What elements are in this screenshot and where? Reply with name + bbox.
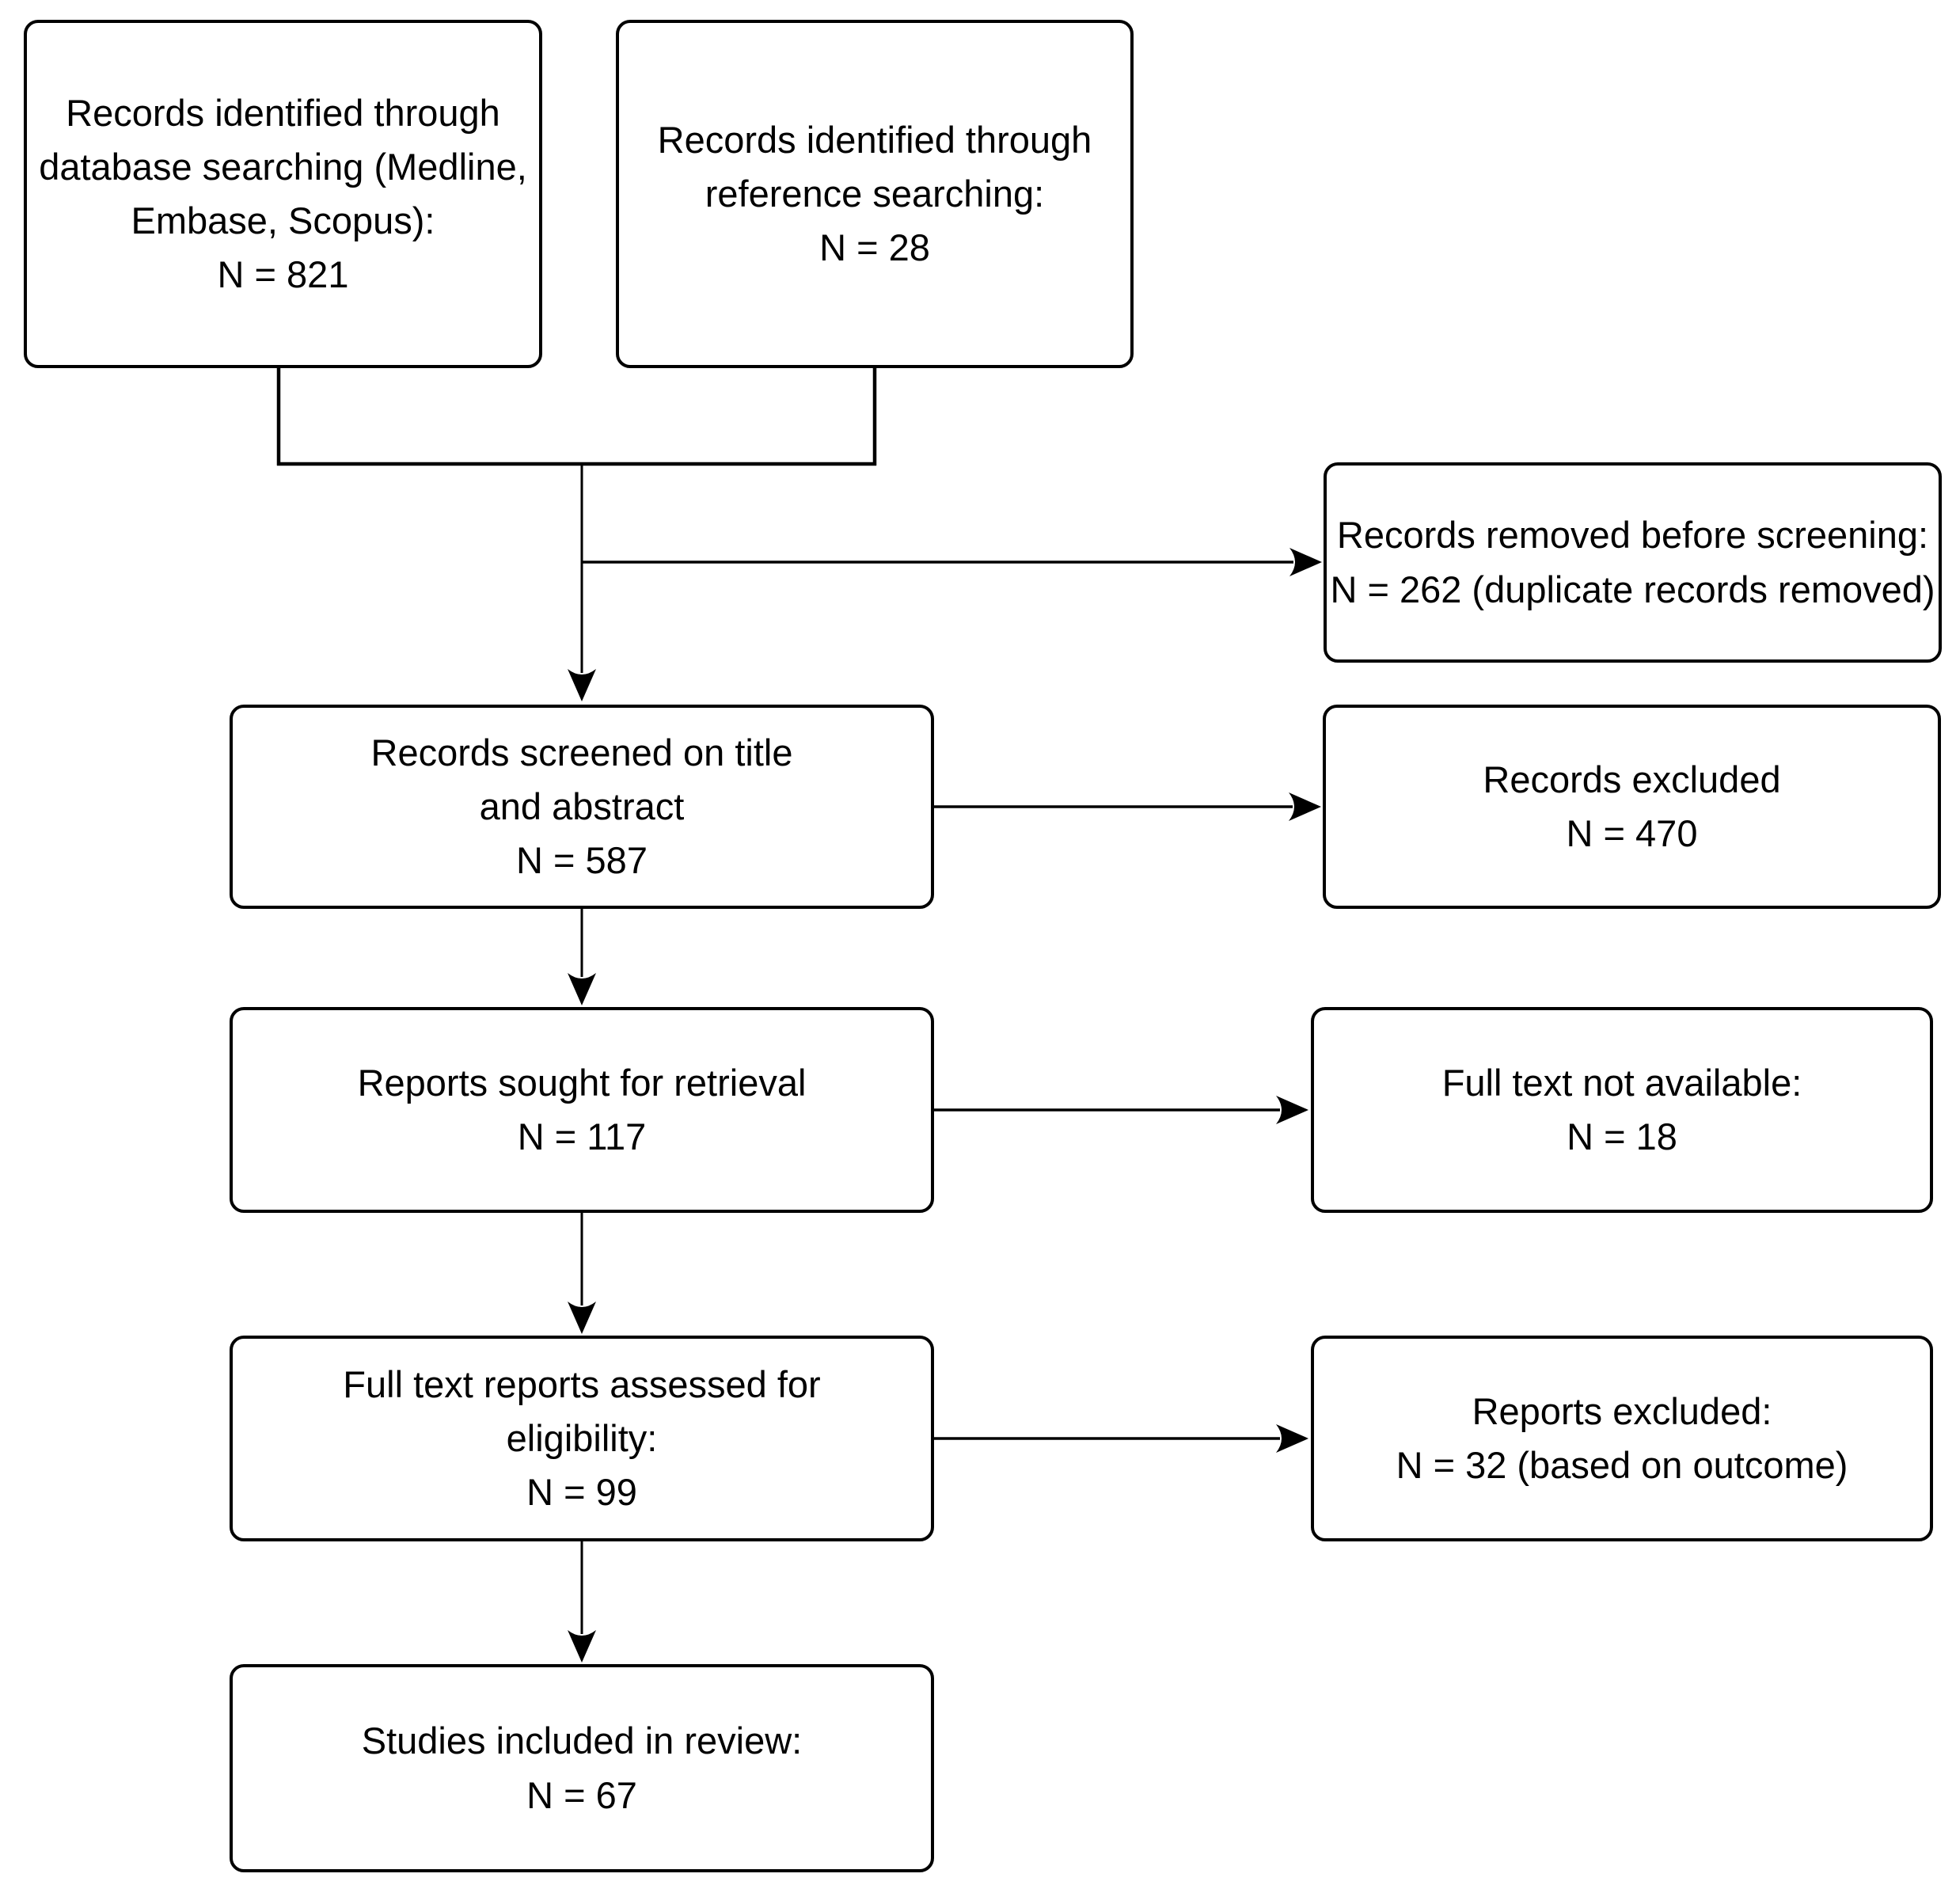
flow-box-included: Studies included in review: N = 67 — [230, 1664, 934, 1872]
arrowhead-into-reports-excluded — [1276, 1424, 1308, 1453]
flow-box-records-excluded: Records excluded N = 470 — [1323, 705, 1941, 909]
flow-box-screened: Records screened on title and abstract N… — [230, 705, 934, 909]
box-label: Full text reports assessed for eligibili… — [343, 1362, 821, 1459]
box-label: Studies included in review: — [361, 1720, 803, 1762]
box-label: Records excluded — [1483, 758, 1781, 800]
arrowhead-into-screened — [568, 669, 596, 701]
flow-box-full-text-not-available: Full text not available: N = 18 — [1311, 1007, 1933, 1213]
arrowhead-into-removed — [1289, 548, 1322, 576]
box-label: Reports sought for retrieval — [357, 1061, 807, 1104]
box-count: N = 67 — [526, 1773, 637, 1816]
box-label: Records identified through reference sea… — [657, 118, 1092, 215]
flow-box-sought: Reports sought for retrieval N = 117 — [230, 1007, 934, 1213]
box-count: N = 262 (duplicate records removed) — [1330, 568, 1935, 610]
box-label: Records identified through database sear… — [39, 91, 527, 241]
box-count: N = 470 — [1566, 812, 1698, 854]
box-count: N = 117 — [517, 1115, 647, 1157]
box-count: N = 587 — [516, 839, 648, 882]
flow-box-reports-excluded: Reports excluded: N = 32 (based on outco… — [1311, 1336, 1933, 1541]
flow-box-assessed: Full text reports assessed for eligibili… — [230, 1336, 934, 1541]
arrowhead-into-assessed — [568, 1302, 596, 1334]
arrowhead-into-included — [568, 1630, 596, 1663]
flow-box-identified-reference: Records identified through reference sea… — [616, 20, 1134, 368]
box-label: Records removed before screening: — [1336, 514, 1929, 557]
arrowhead-into-sought — [568, 973, 596, 1005]
box-count: N = 32 (based on outcome) — [1396, 1444, 1848, 1486]
box-count: N = 99 — [526, 1471, 637, 1514]
flow-box-identified-database: Records identified through database sear… — [24, 20, 542, 368]
flow-box-removed-before-screening: Records removed before screening: N = 26… — [1324, 462, 1942, 663]
box-label: Records screened on title and abstract — [370, 731, 793, 827]
arrowhead-into-records-excluded — [1289, 792, 1321, 821]
box-count: N = 821 — [217, 253, 349, 296]
box-count: N = 28 — [819, 226, 930, 269]
arrowhead-into-notavailable — [1276, 1096, 1308, 1124]
box-label: Reports excluded: — [1472, 1389, 1772, 1432]
box-label: Full text not available: — [1441, 1061, 1802, 1104]
box-count: N = 18 — [1567, 1115, 1677, 1157]
